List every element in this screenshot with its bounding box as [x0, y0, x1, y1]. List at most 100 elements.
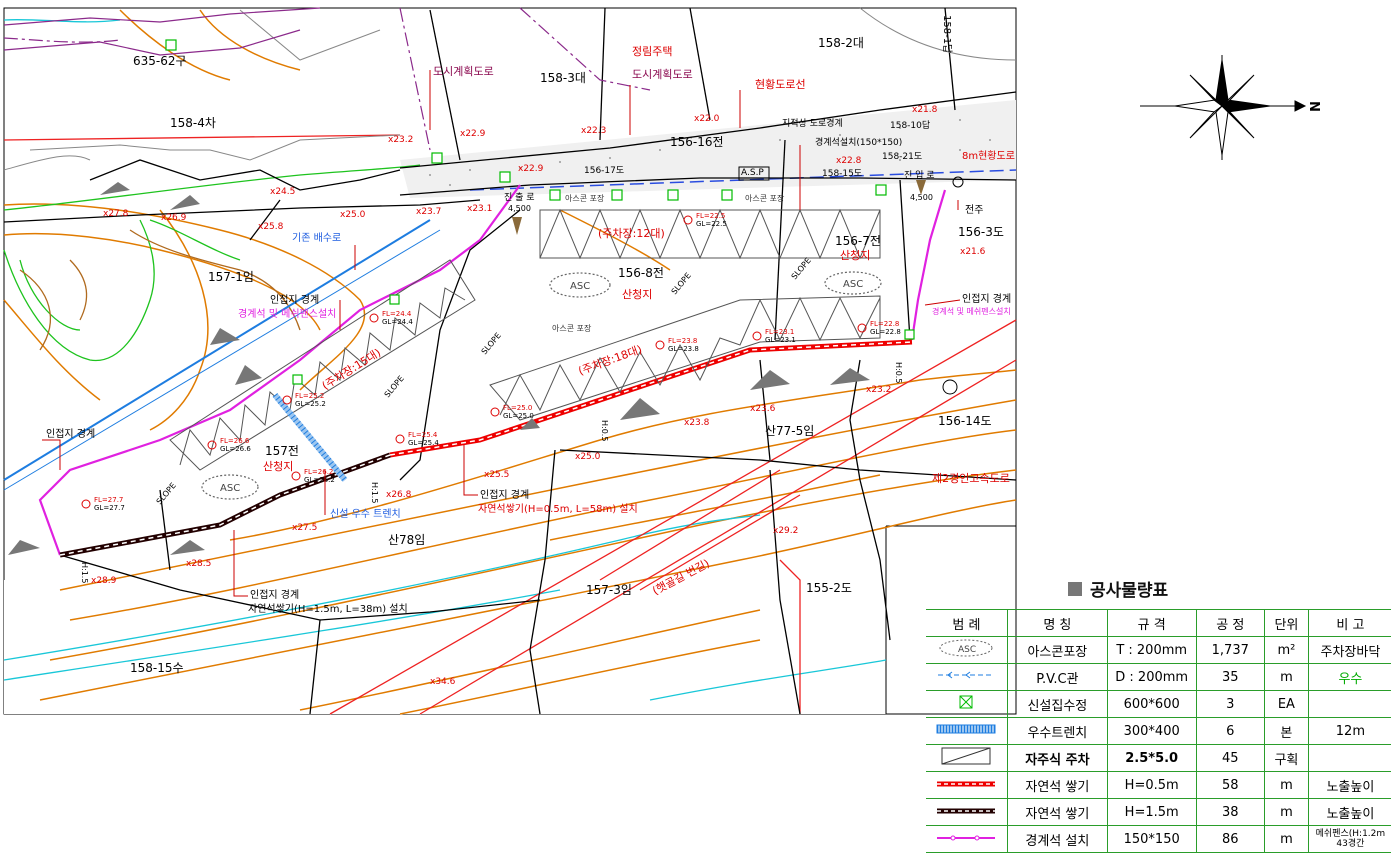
legend-trench-icon [926, 717, 1008, 745]
row-name: 경계석 설치 [1006, 825, 1108, 853]
table-row: 우수트렌치 300*400 6 본 12m [926, 717, 1391, 745]
road-band [400, 100, 1016, 198]
elevation-label: x28.9 [91, 576, 117, 586]
elevation-label: x24.5 [270, 187, 295, 197]
legend-pvc-pipe-icon [926, 663, 1008, 691]
annotation: 도시계획도로 [433, 65, 494, 78]
fl-gl-marker: FL=26.2GL=26.2 [291, 468, 335, 484]
annotation: 아스콘 포장 [565, 193, 605, 203]
row-note: 메쉬펜스(H:1.2m 43경간 [1307, 825, 1391, 853]
asp-box [738, 166, 770, 181]
rain-trench [272, 393, 348, 482]
asc-label: ASC [220, 483, 240, 494]
elevation-label: x21.8 [912, 105, 938, 115]
row-unit: 본 [1264, 717, 1309, 745]
parcel-label: 157-1임 [208, 270, 254, 284]
annotation: A.S.P [741, 168, 764, 178]
asc-markers [201, 271, 882, 500]
svg-text:GL=26.2: GL=26.2 [304, 476, 335, 484]
svg-text:ASC: ASC [958, 645, 976, 655]
catch-basins [165, 39, 915, 385]
svg-text:GL=23.8: GL=23.8 [668, 345, 699, 353]
fl-gl-marker: FL=23.8GL=23.8 [655, 337, 699, 353]
annotation: 8m현황도로 [962, 150, 1015, 162]
legend-parking-icon [926, 744, 1008, 772]
entry-arrow-icon [916, 180, 926, 195]
row-unit: m [1264, 663, 1309, 691]
svg-text:FL=26.2: FL=26.2 [304, 468, 333, 476]
row-qty: 35 [1195, 663, 1265, 691]
parcel-label: 157-3임 [586, 583, 632, 597]
parcel-label: 158-15도 [822, 169, 862, 179]
parcel-label: 158-2대 [818, 36, 864, 50]
annotation: 제2경인고속도로 [932, 472, 1010, 485]
row-spec: 300*400 [1106, 717, 1197, 745]
fl-gl-marker: FL=25.4GL=25.4 [395, 431, 439, 447]
fl-gl-marker: FL=27.7GL=27.7 [81, 496, 125, 512]
slope-label: SLOPE [155, 481, 178, 506]
parcel-boundaries [3, 7, 1017, 715]
parcel-label: 산77-5임 [765, 424, 814, 438]
row-name: P.V.C관 [1006, 663, 1108, 691]
row-spec: 2.5*5.0 [1106, 744, 1197, 772]
annotation: 산청지 [840, 249, 870, 262]
annotation: 산청지 [622, 288, 652, 301]
row-spec: D : 200mm [1106, 663, 1197, 691]
annotation: 도시계획도로 [632, 68, 693, 81]
utility-pole-icon [952, 176, 964, 188]
parcel-labels: 635-62구 158-4차 158-3대 158-2대 158-10답 158… [46, 15, 1011, 675]
height-label: H:0.5 [600, 420, 609, 441]
svg-text:GL=22.8: GL=22.8 [870, 328, 901, 336]
fl-gl-marker: FL=25.2GL=25.2 [282, 392, 326, 408]
table-row: ASC 아스콘포장 T : 200mm 1,737 m² 주차장바닥 [926, 636, 1391, 664]
elevation-label: x23.1 [467, 204, 492, 214]
north-label: N [1306, 101, 1321, 112]
table-row: 자연석 쌓기 H=1.5m 38 m 노출높이 [926, 798, 1391, 826]
elevation-label: x29.2 [773, 526, 798, 536]
asc-label: ASC [570, 281, 590, 292]
elevation-label: x21.6 [960, 247, 986, 257]
annotation: 기존 배수로 [292, 232, 341, 244]
parcel-label: 158-15수 [130, 661, 184, 675]
elevation-label: x23.2 [866, 385, 891, 395]
elevation-label: x22.0 [694, 114, 720, 124]
annotation: 인접지 경계 [46, 427, 95, 440]
elevation-label: x28.5 [186, 559, 211, 569]
table-row: 신설집수정 600*600 3 EA [926, 690, 1391, 718]
fl-gl-marker: FL=26.6GL=26.6 [207, 437, 251, 453]
svg-text:GL=24.4: GL=24.4 [382, 318, 413, 326]
fl-gl-marker: FL=22.8GL=22.8 [857, 320, 901, 336]
elevation-label: x26.9 [161, 213, 187, 223]
legend-curbstone-icon [926, 825, 1008, 853]
contour-lines [3, 9, 1017, 715]
curbstone-boundary [38, 184, 947, 556]
table-title-text: 공사물량표 [1090, 581, 1169, 601]
svg-text:FL=25.4: FL=25.4 [408, 431, 438, 439]
annotation: 진 출 로 [504, 192, 535, 203]
quantity-table: 범 례 명 칭 규 격 공 정 단위 비 고 ASC 아스콘포장 T : 200… [926, 609, 1391, 853]
table-header-row: 범 례 명 칭 규 격 공 정 단위 비 고 [926, 609, 1391, 637]
elevation-label: x23.2 [388, 135, 413, 145]
svg-text:FL=25.2: FL=25.2 [295, 392, 324, 400]
elevation-label: x25.5 [484, 470, 509, 480]
row-name: 자주식 주차 [1006, 744, 1108, 772]
row-note: 노출높이 [1307, 798, 1391, 826]
legend-stone-wall-black-icon [926, 798, 1008, 826]
row-note: 주차장바닥 [1307, 636, 1391, 664]
elevation-label: x23.7 [416, 207, 441, 217]
asc-label: ASC [843, 279, 863, 290]
north-arrow-icon [1140, 55, 1307, 160]
row-note: 노출높이 [1307, 771, 1391, 799]
svg-text:GL=25.2: GL=25.2 [295, 400, 326, 408]
elevation-label: x25.8 [258, 222, 284, 232]
row-qty: 86 [1195, 825, 1265, 853]
parcel-label: 158-4차 [170, 116, 216, 130]
svg-text:GL=26.6: GL=26.6 [220, 445, 251, 453]
row-unit: m [1264, 771, 1309, 799]
table-row: 자주식 주차 2.5*5.0 45 구획 [926, 744, 1391, 772]
fl-gl-marker: FL=22.5GL=22.5 [683, 212, 727, 228]
row-unit: m [1264, 798, 1309, 826]
annotation: 인접지 경계 [480, 488, 529, 501]
row-spec: H=0.5m [1106, 771, 1197, 799]
annotation: 4,500 [508, 204, 531, 213]
